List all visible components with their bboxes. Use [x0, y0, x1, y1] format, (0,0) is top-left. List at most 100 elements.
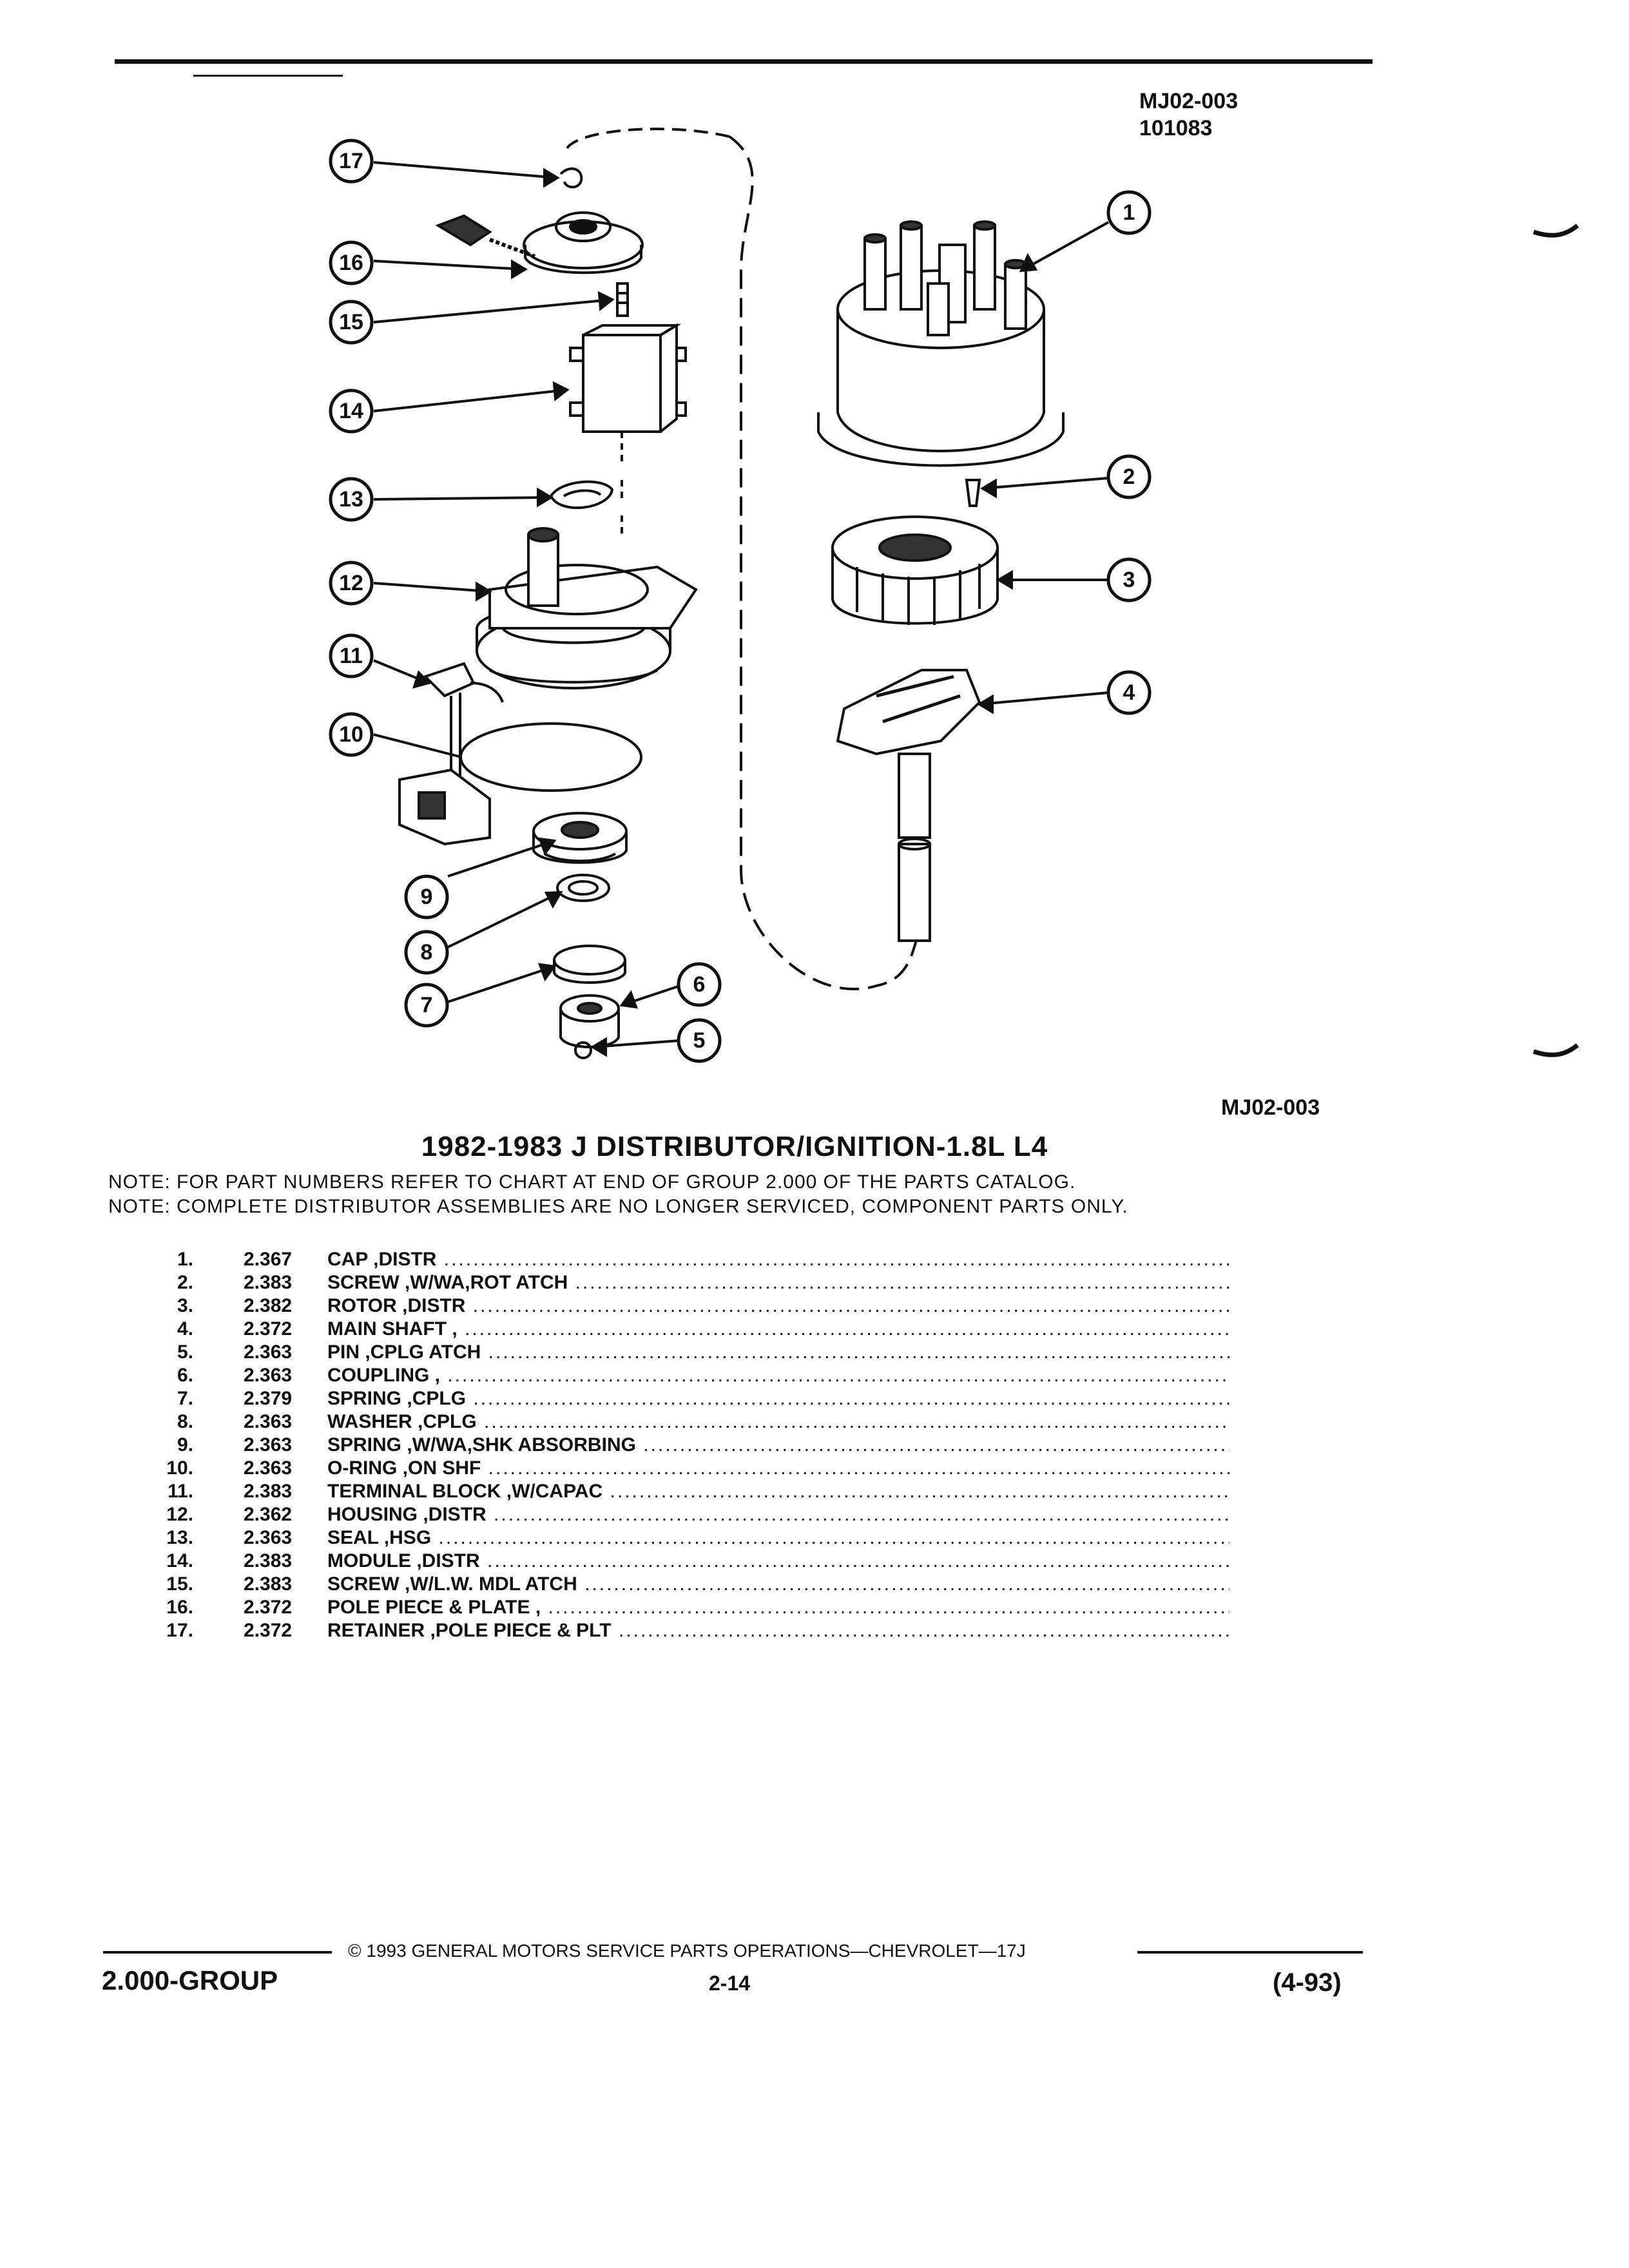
part-description: SPRING ,W/WA,SHK ABSORBING	[327, 1434, 1229, 1456]
note-2: NOTE: COMPLETE DISTRIBUTOR ASSEMBLIES AR…	[108, 1196, 1128, 1217]
seal-part	[549, 480, 614, 510]
part-group-code: 2.382	[244, 1295, 293, 1316]
callout-15: 15	[339, 310, 363, 334]
retainer-part	[559, 167, 583, 189]
part-description: TERMINAL BLOCK ,W/CAPAC	[327, 1481, 1229, 1503]
part-number: 16.	[166, 1597, 193, 1618]
part-description: RETAINER ,POLE PIECE & PLT	[327, 1620, 1229, 1642]
parts-row: 15. 2.383 SCREW ,W/L.W. MDL ATCH	[153, 1573, 1229, 1597]
footer-rule-right	[1137, 1951, 1363, 1954]
part-group-code: 2.363	[244, 1365, 293, 1386]
callout-3: 3	[1123, 568, 1135, 592]
part-number: 17.	[166, 1620, 193, 1641]
figure-code-date: 101083	[1139, 116, 1213, 140]
part-group-code: 2.379	[244, 1388, 293, 1409]
part-description: WASHER ,CPLG	[327, 1411, 1229, 1433]
parts-list: 1. 2.367 CAP ,DISTR 2. 2.383 SCREW ,W/WA,ROT…	[153, 1249, 1229, 1643]
part-group-code: 2.363	[244, 1527, 293, 1548]
part-description: O-RING ,ON SHF	[327, 1457, 1229, 1479]
part-description: SEAL ,HSG	[327, 1527, 1229, 1549]
pin-part	[574, 1041, 592, 1059]
part-group-code: 2.383	[244, 1272, 293, 1293]
figure-code-top: MJ02-003	[1139, 89, 1239, 113]
footer-copyright: © 1993 GENERAL MOTORS SERVICE PARTS OPER…	[348, 1941, 1026, 1961]
part-number: 5.	[177, 1341, 193, 1363]
parts-row: 1. 2.367 CAP ,DISTR	[153, 1249, 1229, 1272]
part-number: 3.	[177, 1295, 193, 1316]
parts-row: 17. 2.372 RETAINER ,POLE PIECE & PLT	[153, 1620, 1229, 1643]
part-description: HOUSING ,DISTR	[327, 1504, 1229, 1526]
margin-mark	[1532, 1043, 1579, 1057]
part-group-code: 2.363	[244, 1457, 293, 1479]
part-group-code: 2.372	[244, 1597, 293, 1618]
parts-row: 12. 2.362 HOUSING ,DISTR	[153, 1504, 1229, 1527]
part-number: 4.	[177, 1318, 193, 1340]
part-description: SPRING ,CPLG	[327, 1388, 1229, 1410]
callout-1: 1	[1123, 200, 1135, 225]
callout-9: 9	[421, 885, 433, 909]
callout-14: 14	[339, 399, 363, 423]
footer-page-number: 2-14	[709, 1972, 751, 1995]
callout-17: 17	[339, 149, 363, 173]
coupling-spring-part	[553, 945, 626, 975]
part-description: SCREW ,W/WA,ROT ATCH	[327, 1272, 1229, 1294]
main-shaft-part	[836, 669, 981, 942]
module-part	[582, 334, 662, 433]
washer-part	[556, 874, 610, 902]
callout-13: 13	[339, 487, 363, 512]
note-1: NOTE: FOR PART NUMBERS REFER TO CHART AT…	[108, 1171, 1076, 1193]
callout-12: 12	[339, 571, 363, 595]
part-number: 10.	[166, 1457, 193, 1479]
part-description: COUPLING ,	[327, 1365, 1229, 1387]
footer-group: 2.000-GROUP	[102, 1965, 278, 1995]
margin-mark	[1532, 224, 1579, 238]
part-number: 13.	[166, 1527, 193, 1548]
part-number: 15.	[166, 1573, 193, 1595]
part-description: PIN ,CPLG ATCH	[327, 1341, 1229, 1363]
parts-row: 10. 2.363 O-RING ,ON SHF	[153, 1457, 1229, 1481]
distributor-exploded-diagram: 17 16 15 14 13 12 11 10 9 8 7 6 5 1 2 3 …	[329, 128, 1579, 1063]
part-group-code: 2.383	[244, 1573, 293, 1595]
part-number: 14.	[166, 1550, 193, 1571]
part-group-code: 2.372	[244, 1620, 293, 1641]
part-group-code: 2.363	[244, 1411, 293, 1432]
parts-row: 13. 2.363 SEAL ,HSG	[153, 1527, 1229, 1550]
distributor-cap-part	[817, 220, 1065, 467]
top-rule	[115, 59, 1373, 64]
assembly-guide-line	[728, 135, 920, 990]
footer-rule-left	[103, 1951, 332, 1954]
part-group-code: 2.372	[244, 1318, 293, 1340]
part-group-code: 2.362	[244, 1504, 293, 1525]
parts-row: 8. 2.363 WASHER ,CPLG	[153, 1411, 1229, 1434]
part-description: CAP ,DISTR	[327, 1249, 1229, 1271]
part-description: SCREW ,W/L.W. MDL ATCH	[327, 1573, 1229, 1595]
callout-7: 7	[421, 993, 433, 1017]
part-number: 8.	[177, 1411, 193, 1432]
part-group-code: 2.367	[244, 1249, 293, 1270]
part-description: POLE PIECE & PLATE ,	[327, 1597, 1229, 1619]
part-number: 12.	[166, 1504, 193, 1525]
callout-6: 6	[693, 972, 706, 997]
part-number: 2.	[177, 1272, 193, 1293]
figure-code-bottom: MJ02-003	[1221, 1095, 1320, 1120]
callout-8: 8	[421, 940, 433, 965]
parts-row: 2. 2.383 SCREW ,W/WA,ROT ATCH	[153, 1272, 1229, 1295]
part-number: 6.	[177, 1365, 193, 1386]
callout-10: 10	[339, 722, 363, 747]
page-title: 1982-1983 J DISTRIBUTOR/IGNITION-1.8L L4	[421, 1131, 1048, 1162]
o-ring-part	[459, 722, 642, 792]
rotor-part	[831, 515, 999, 625]
part-number: 7.	[177, 1388, 193, 1409]
top-short-rule	[193, 75, 343, 77]
parts-row: 6. 2.363 COUPLING ,	[153, 1365, 1229, 1388]
callout-5: 5	[693, 1028, 706, 1053]
footer-date: (4-93)	[1273, 1968, 1342, 1997]
part-number: 1.	[177, 1249, 193, 1270]
terminal-block-part	[423, 662, 476, 698]
part-group-code: 2.363	[244, 1434, 293, 1456]
